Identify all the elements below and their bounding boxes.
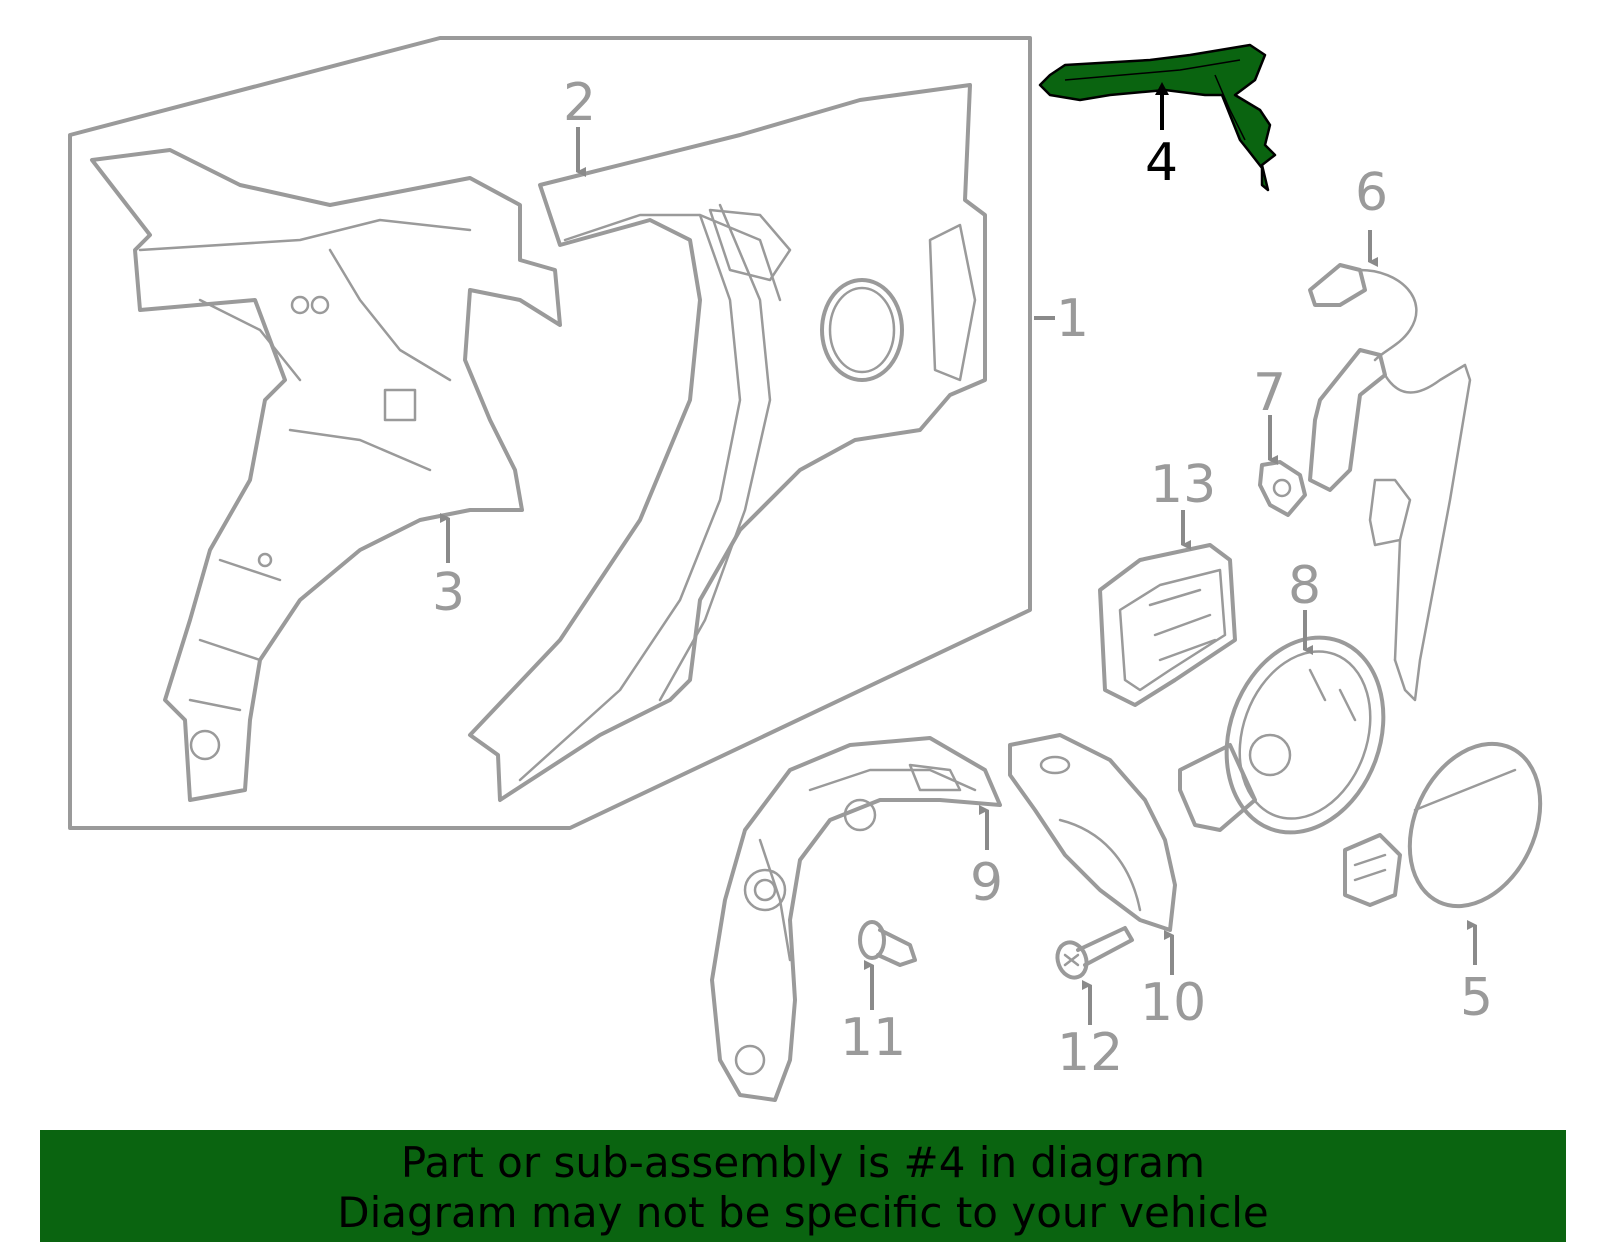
callout-2: 2	[563, 73, 596, 133]
callout-11: 11	[840, 1008, 906, 1068]
callout-4: 4	[1145, 133, 1178, 193]
callout-6: 6	[1355, 163, 1388, 223]
callout-8: 8	[1288, 556, 1321, 616]
info-banner: Part or sub-assembly is #4 in diagram Di…	[40, 1130, 1566, 1242]
callout-5: 5	[1460, 968, 1493, 1028]
callout-9: 9	[970, 853, 1003, 913]
arrow-4-head	[1155, 82, 1169, 95]
callout-13: 13	[1150, 455, 1216, 515]
part-5-fuel-door[interactable]	[1343, 723, 1565, 928]
banner-line-disclaimer: Diagram may not be specific to your vehi…	[337, 1188, 1269, 1237]
part-13-housing[interactable]	[1098, 543, 1237, 707]
part-8-filler-housing[interactable]	[1178, 615, 1410, 854]
callout-1: 1	[1056, 289, 1089, 349]
assembly-box	[68, 36, 1032, 830]
part-6-actuator-cable[interactable]	[1308, 263, 1472, 702]
part-12-screw[interactable]	[1053, 926, 1134, 982]
part-2-quarter-panel[interactable]	[468, 83, 987, 802]
part-7-clip[interactable]	[1258, 460, 1307, 517]
callout-3: 3	[432, 563, 465, 623]
part-4-highlighted[interactable]	[1038, 43, 1277, 192]
callout-12: 12	[1057, 1023, 1123, 1083]
callout-10: 10	[1140, 973, 1206, 1033]
banner-line-part: Part or sub-assembly is #4 in diagram	[400, 1138, 1206, 1187]
part-10-liner-extension[interactable]	[1008, 733, 1177, 932]
part-11-stud[interactable]	[858, 920, 917, 967]
part-9-wheel-liner[interactable]	[710, 736, 1002, 1102]
part-3-inner-panel[interactable]	[90, 148, 562, 802]
callout-7: 7	[1253, 363, 1286, 423]
